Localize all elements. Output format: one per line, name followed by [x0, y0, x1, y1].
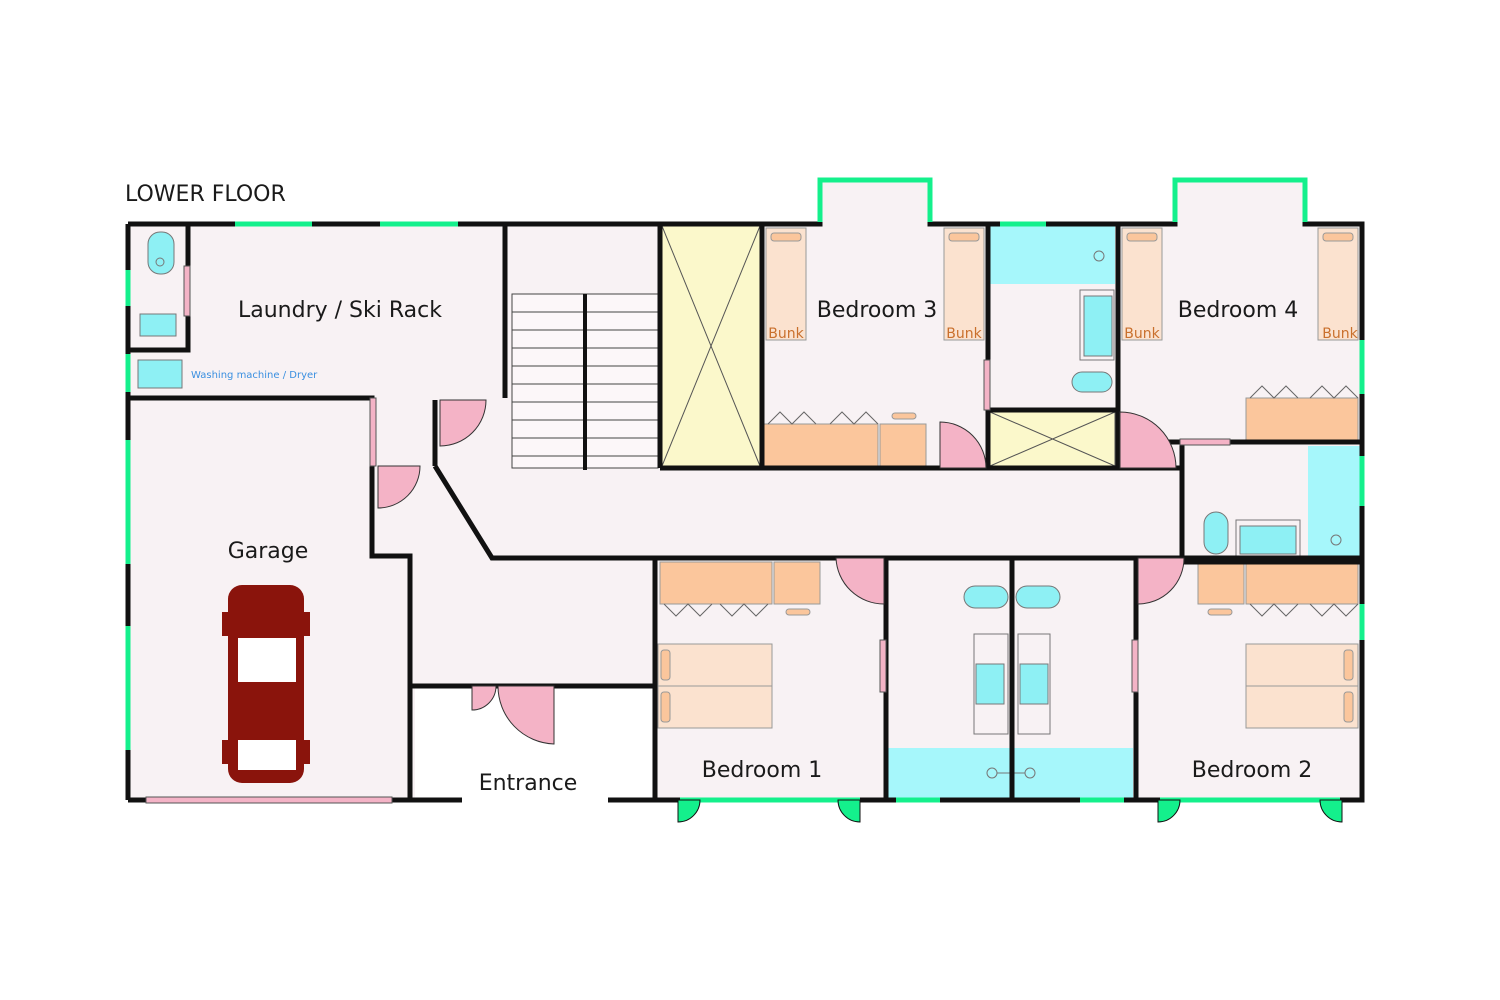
room-label-laundry: Laundry / Ski Rack — [238, 298, 442, 323]
windows — [125, 177, 1365, 803]
room-label-bedroom4: Bedroom 4 — [1178, 298, 1299, 323]
bunk-label: Bunk — [768, 326, 804, 342]
room-label-bedroom3: Bedroom 3 — [817, 298, 938, 323]
shower-left-bath — [888, 748, 1010, 798]
double-beds — [657, 643, 1359, 729]
bunk-label: Bunk — [1124, 326, 1160, 342]
floor-title: LOWER FLOOR — [125, 182, 286, 207]
interior-doors[interactable] — [377, 399, 1185, 745]
sliding-doors[interactable] — [145, 265, 1231, 804]
wardrobes — [659, 397, 1359, 605]
bunk-label: Bunk — [1322, 326, 1358, 342]
shower-right — [1308, 446, 1360, 556]
sanitary-fixtures — [137, 231, 1297, 705]
exterior-doors — [677, 799, 1343, 823]
room-label-garage: Garage — [228, 539, 309, 564]
bunk-label: Bunk — [946, 326, 982, 342]
shower-right-bath — [1013, 748, 1133, 798]
floor-area — [128, 180, 1362, 800]
car-icon — [222, 585, 310, 783]
shower-bedroom3-4 — [990, 226, 1115, 284]
bunk-beds — [765, 227, 1359, 341]
appliance-label-washing-machine: Washing machine / Dryer — [191, 370, 318, 381]
room-label-bedroom1: Bedroom 1 — [702, 758, 823, 783]
room-label-entrance: Entrance — [479, 771, 578, 796]
room-label-bedroom2: Bedroom 2 — [1192, 758, 1313, 783]
